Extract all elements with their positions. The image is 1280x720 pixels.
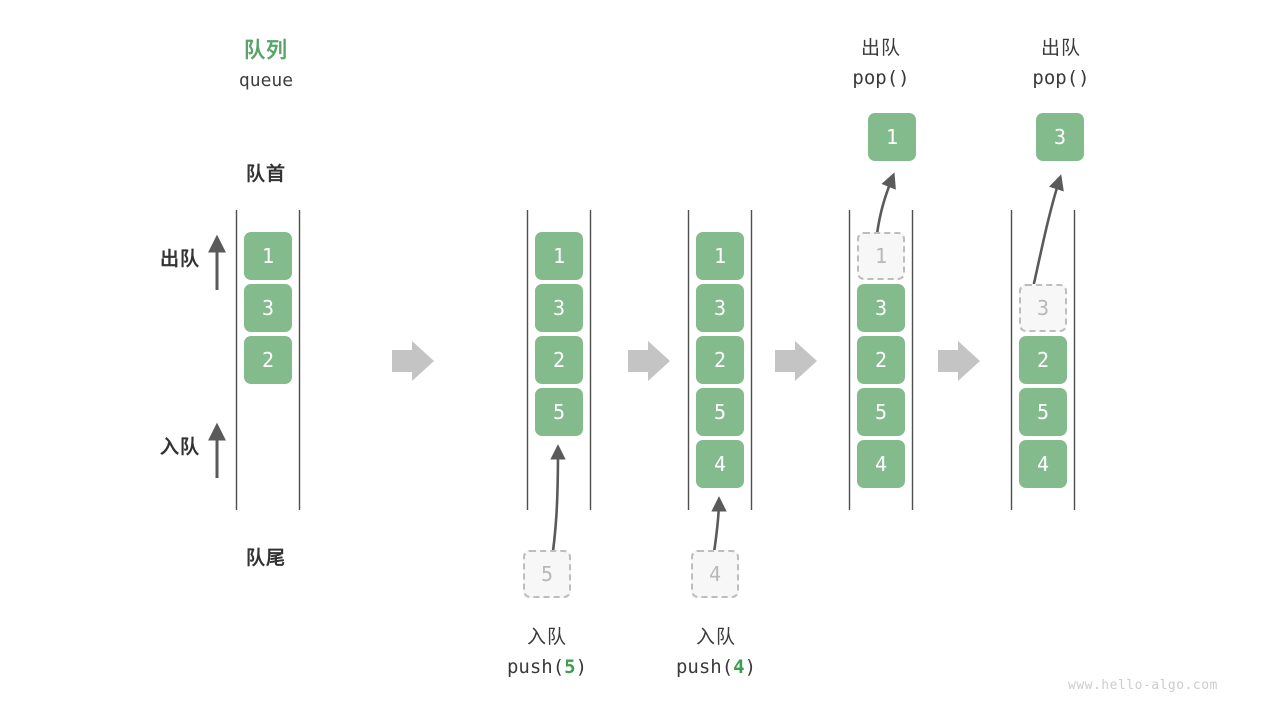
panel-caption-code: push(4) (636, 656, 796, 678)
step-arrow-3 (775, 341, 817, 381)
queue-item: 2 (535, 336, 583, 384)
enqueue-label: 入队 (159, 437, 200, 458)
queue-item: 1 (535, 232, 583, 280)
panel-caption-cn: 入队 (526, 627, 567, 648)
step-arrow-2 (628, 341, 670, 381)
queue-item: 3 (857, 284, 905, 332)
panel-header-code: pop() (1032, 67, 1090, 89)
code-arg: 5 (564, 656, 576, 678)
page-title-en: queue (238, 70, 294, 91)
incoming-ghost-item: 4 (691, 550, 739, 598)
panel-header-code: pop() (852, 67, 910, 89)
panel-header-cn: 出队 (1040, 38, 1081, 59)
panel-caption-cn: 入队 (695, 627, 736, 648)
queue-item: 5 (857, 388, 905, 436)
queue-item: 2 (857, 336, 905, 384)
code-suffix: ) (744, 656, 757, 678)
code-arg: 4 (733, 656, 745, 678)
panel-header-cn: 出队 (860, 38, 901, 59)
queue-front-label: 队首 (245, 164, 286, 185)
queue-item: 5 (1019, 388, 1067, 436)
queue-rear-label: 队尾 (245, 548, 286, 569)
page-title-cn: 队列 (244, 39, 288, 62)
queue-item: 4 (857, 440, 905, 488)
queue-item: 2 (244, 336, 292, 384)
queue-item: 1 (244, 232, 292, 280)
push-arrow-5 (549, 444, 566, 567)
panel-caption-code: push(5) (467, 656, 627, 678)
queue-item-ghost: 1 (857, 232, 905, 280)
step-arrow-1 (392, 341, 434, 381)
queue-item: 5 (696, 388, 744, 436)
pop-arrow-3 (1031, 174, 1064, 289)
step-arrow-4 (938, 341, 980, 381)
dequeue-label: 出队 (159, 249, 200, 270)
pop-arrow-1 (875, 172, 896, 235)
queue-item: 3 (244, 284, 292, 332)
queue-item-new: 5 (535, 388, 583, 436)
queue-item: 3 (535, 284, 583, 332)
queue-item: 3 (696, 284, 744, 332)
queue-item: 4 (1019, 440, 1067, 488)
queue-item-new: 4 (696, 440, 744, 488)
queue-item-ghost: 3 (1019, 284, 1067, 332)
queue-item: 2 (696, 336, 744, 384)
queue-item: 1 (696, 232, 744, 280)
code-prefix: push( (675, 656, 734, 678)
popped-item: 1 (868, 113, 916, 161)
incoming-ghost-item: 5 (523, 550, 571, 598)
watermark: www.hello-algo.com (1068, 678, 1218, 693)
popped-item: 3 (1036, 113, 1084, 161)
code-prefix: push( (506, 656, 565, 678)
queue-item: 2 (1019, 336, 1067, 384)
code-suffix: ) (575, 656, 588, 678)
